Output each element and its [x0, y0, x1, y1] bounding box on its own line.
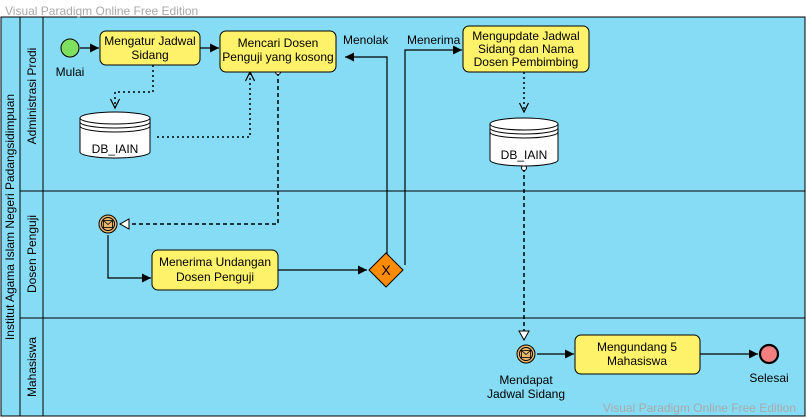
task-mencari-dosen: Mencari Dosen Penguji yang kosong	[219, 30, 337, 73]
end-event	[758, 343, 780, 365]
pool-label: Institut Agama Islam Negeri Padangsidimp…	[3, 94, 17, 340]
task-menerima-undangan: Menerima Undangan Dosen Penguji	[151, 249, 279, 291]
lane-label-dosen: Dosen Penguji	[25, 215, 39, 293]
lane-label-mahasiswa: Mahasiswa	[25, 337, 39, 397]
datastore-db-iain-2: DB_IAIN	[489, 117, 559, 167]
task-mengundang-mahasiswa: Mengundang 5 Mahasiswa	[574, 334, 701, 375]
assoc-db1-to-mencari	[157, 70, 256, 138]
task-mengupdate-jadwal: Mengupdate Jadwal Sidang dan Nama Dosen …	[462, 25, 590, 73]
svg-text:Penguji yang kosong: Penguji yang kosong	[222, 50, 333, 64]
end-event-label: Selesai	[749, 371, 788, 385]
assoc-mengatur-to-db1	[109, 65, 154, 110]
svg-text:Mencari Dosen: Mencari Dosen	[238, 36, 319, 50]
svg-text:Dosen Penguji: Dosen Penguji	[176, 270, 254, 284]
svg-text:DB_IAIN: DB_IAIN	[92, 142, 139, 156]
flow-label-menerima: Menerima	[407, 33, 461, 47]
receive-event-label-line1: Mendapat	[499, 373, 553, 387]
flow-gateway-accept	[404, 45, 462, 265]
watermark-top: Visual Paradigm Online Free Edition	[5, 4, 199, 18]
start-event-label: Mulai	[56, 65, 85, 79]
receive-event-label-line2: Jadwal Sidang	[487, 387, 565, 401]
message-catch-event-mahasiswa	[516, 344, 536, 364]
task-mengatur-jadwal: Mengatur Jadwal Sidang	[99, 30, 201, 66]
flow-label-menolak: Menolak	[343, 33, 389, 47]
svg-text:Mengundang 5: Mengundang 5	[597, 340, 677, 354]
envelope-icon	[521, 350, 531, 358]
svg-text:Mengupdate Jadwal: Mengupdate Jadwal	[472, 29, 579, 43]
lane-label-administrasi: Administrasi Prodi	[25, 48, 39, 145]
svg-text:Sidang dan Nama: Sidang dan Nama	[478, 42, 574, 56]
svg-text:Mengatur Jadwal: Mengatur Jadwal	[104, 34, 195, 48]
watermark-bottom: Visual Paradigm Online Free Edition	[602, 401, 796, 415]
svg-text:Sidang: Sidang	[131, 48, 168, 62]
datastore-db-iain-1: DB_IAIN	[79, 111, 151, 159]
flow-msg-to-menerima	[107, 235, 151, 283]
exclusive-gateway: X	[368, 252, 404, 288]
svg-text:Dosen Pembimbing: Dosen Pembimbing	[474, 55, 579, 69]
message-mencari-to-dosen	[118, 72, 279, 230]
start-event	[60, 38, 80, 58]
svg-text:DB_IAIN: DB_IAIN	[501, 148, 548, 162]
svg-text:Menerima Undangan: Menerima Undangan	[159, 255, 271, 269]
svg-text:Mahasiswa: Mahasiswa	[607, 354, 667, 368]
envelope-icon	[103, 220, 113, 228]
svg-text:X: X	[381, 262, 391, 278]
flow-gateway-reject	[345, 52, 388, 254]
message-catch-event-dosen	[98, 214, 118, 234]
